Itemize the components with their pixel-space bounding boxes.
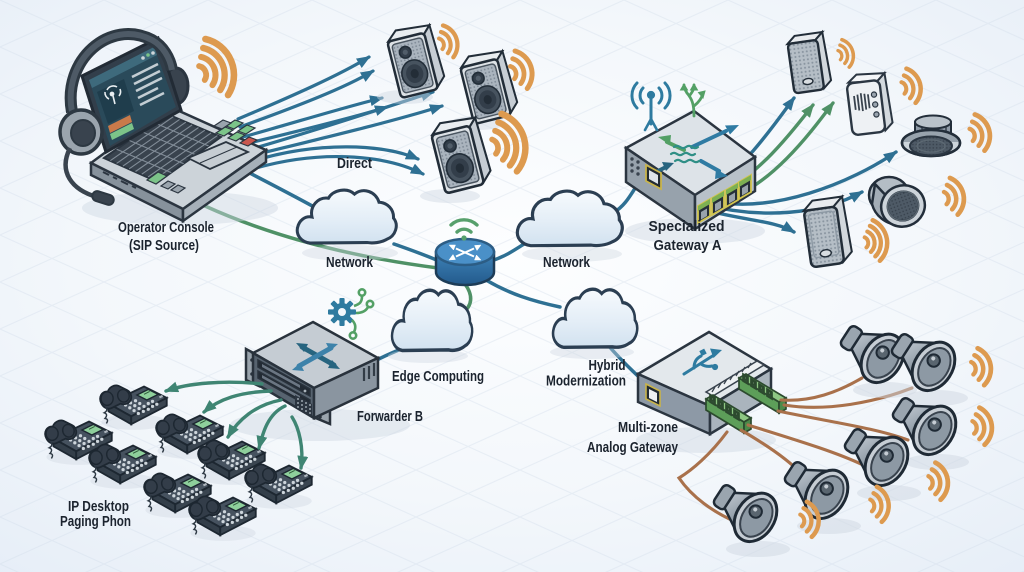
svg-text:(SIP Source): (SIP Source) [129,238,199,254]
svg-text:Network: Network [543,255,591,271]
svg-text:Paging Phon: Paging Phon [60,514,131,530]
svg-text:Hybrid: Hybrid [589,358,626,374]
svg-text:Multi-zone: Multi-zone [618,420,678,436]
svg-text:Analog Gateway: Analog Gateway [587,440,678,456]
svg-text:Direct: Direct [337,156,372,172]
svg-text:Modernization: Modernization [546,374,626,390]
svg-text:Operator Console: Operator Console [118,220,214,236]
svg-text:Edge Computing: Edge Computing [392,369,484,385]
svg-text:Specialized: Specialized [649,219,725,235]
svg-text:Forwarder B: Forwarder B [357,409,423,425]
svg-text:IP Desktop: IP Desktop [68,499,129,515]
svg-text:Gateway A: Gateway A [654,238,723,254]
svg-text:Network: Network [326,255,374,271]
